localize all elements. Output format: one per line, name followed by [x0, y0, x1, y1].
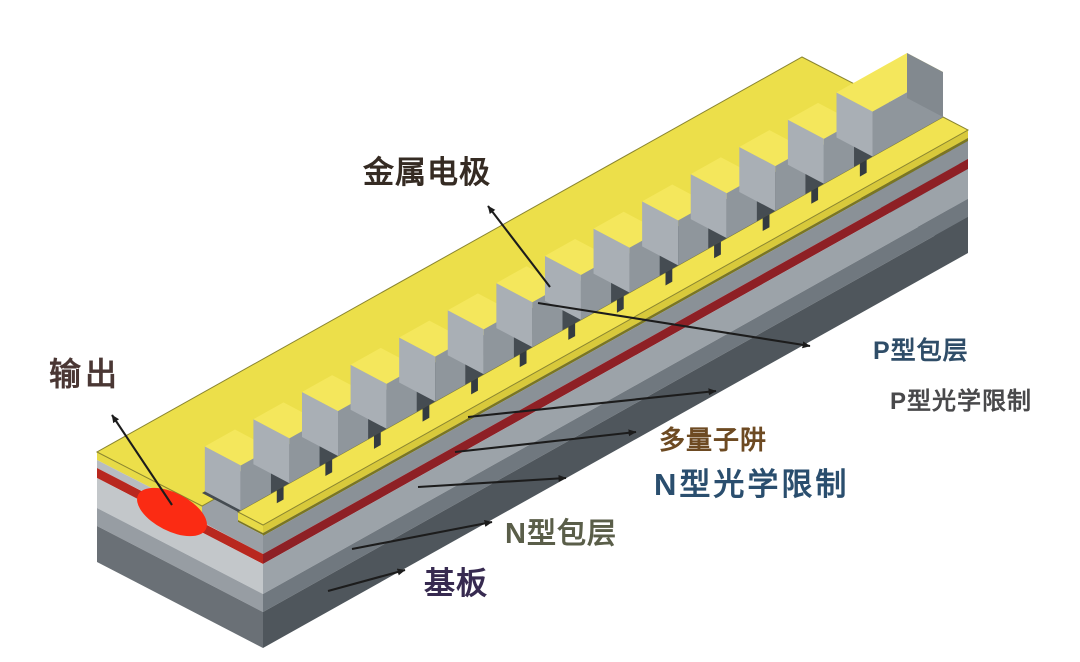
grating-tooth-10-front-face [642, 201, 679, 266]
side-mqw-layer [263, 159, 968, 564]
grating-tooth-3-front-face [302, 391, 339, 456]
grating-tooth-13-front-face [787, 119, 824, 184]
grating-notch-13 [859, 159, 867, 177]
grating-tooth-8-front-face [544, 255, 581, 320]
front-ridge-p-patch [202, 493, 238, 541]
grating-tooth-9-front-face [593, 228, 630, 293]
grating-tooth-5-front-face [399, 337, 436, 402]
grating-notch-10 [714, 241, 721, 259]
label-n-cladding: N型包层 [505, 516, 617, 550]
front-main-olive-line [238, 520, 263, 535]
grating-notch-5 [471, 377, 478, 395]
arrow-n-cladding [351, 519, 493, 551]
arrow-p-cladding [537, 301, 811, 349]
grating-tooth-2-front-face [253, 419, 290, 484]
arrow-p-optical-confinement [467, 388, 717, 419]
side-metal-electrode-layer [263, 130, 968, 533]
grating-notch-11 [762, 214, 770, 232]
grating-notch-8 [616, 295, 624, 313]
label-output: 输出 [49, 356, 121, 392]
grating-tooth-11-front-face [690, 174, 727, 239]
side-p-cladding-layer [263, 141, 968, 554]
label-n-optical-confinement: N型光学限制 [654, 467, 849, 502]
label-substrate: 基板 [424, 566, 488, 601]
side-substrate-layer [263, 217, 968, 648]
front-main-p-cladding [238, 522, 263, 554]
output-light-spot [137, 487, 207, 537]
chip-side-face [263, 130, 968, 648]
grating-notch-12 [811, 186, 819, 204]
grating-notch-3 [373, 432, 381, 449]
ridge-solid-end-end-face [907, 53, 943, 117]
ridge-solid-end-front-face [836, 92, 873, 157]
grating-tooth-6-front-face [447, 310, 484, 375]
front-n-confinement [97, 478, 263, 594]
side-n-cladding-layer [263, 199, 968, 612]
main-top-plane [236, 116, 970, 526]
label-p-optical-confinement: P型光学限制 [890, 387, 1032, 415]
grating-notch-2 [325, 459, 333, 477]
grating-notch-7 [568, 323, 576, 340]
label-metal-electrode: 金属电极 [362, 155, 491, 190]
grating-notch-1 [276, 486, 284, 504]
labels: 金属电极 输出 P型包层 P型光学限制 多量子阱 N型光学限制 N型包层 基板 [49, 155, 1032, 601]
front-substrate [97, 526, 263, 648]
label-p-cladding: P型包层 [873, 336, 969, 365]
arrow-substrate [327, 568, 406, 593]
grating-notch-6 [519, 350, 527, 368]
side-p-confinement-line [263, 138, 968, 536]
grating-tooth-4-front-face [350, 364, 387, 429]
grating-tooth-1-front-face [204, 446, 241, 511]
arrow-n-optical-confinement [417, 474, 567, 489]
arrow-mqw [454, 429, 637, 454]
side-n-confinement-layer [263, 169, 968, 594]
grating-notch-4 [422, 404, 430, 422]
grating-tooth-7-front-face [496, 283, 533, 348]
annotation-arrows [111, 205, 811, 593]
grating-teeth [204, 53, 943, 511]
arrow-metal-electrode [487, 205, 551, 288]
front-n-cladding [97, 508, 263, 612]
label-mqw: 多量子阱 [659, 425, 767, 455]
grating-tooth-12-front-face [739, 146, 776, 211]
arrow-output [111, 414, 173, 506]
front-main-metal [238, 512, 263, 533]
grating-notch-9 [665, 268, 673, 286]
